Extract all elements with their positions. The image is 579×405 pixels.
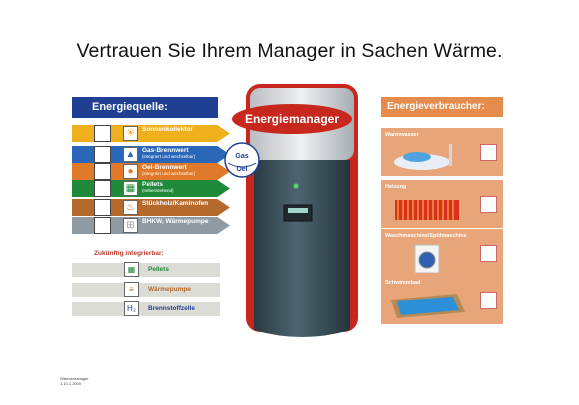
energy-source-arrow — [72, 199, 230, 216]
future-label: Pellets — [148, 266, 169, 273]
gas-badge-label: Gas — [235, 153, 248, 160]
pellets-icon: ▦ — [124, 262, 139, 277]
oil-drop-icon: ● — [123, 164, 138, 179]
energy-source-checkbox[interactable] — [94, 217, 111, 234]
footnote-title: Wärmemanager — [60, 376, 89, 381]
h2-icon: H₂ — [124, 301, 139, 316]
energy-source-checkbox[interactable] — [94, 146, 111, 163]
energy-consumer-label: Waschmaschine/Spülmaschine — [385, 233, 467, 239]
energy-source-arrow — [72, 163, 230, 180]
energy-consumer-label: Schwimmbad — [385, 280, 421, 286]
energy-source-label: Stückholz/Kaminofen — [142, 200, 209, 207]
energy-consumer-checkbox[interactable] — [480, 144, 497, 161]
future-label: Brennstoffzelle — [148, 305, 195, 312]
energy-manager-label: Energiemanager — [232, 104, 352, 134]
energy-source-arrow — [72, 125, 230, 142]
energy-source-label: Pellets — [142, 181, 163, 188]
energy-consumer-box: Warmwasser — [381, 128, 503, 176]
gas-flame-icon: ▲ — [123, 147, 138, 162]
future-row: ▦ Pellets — [72, 262, 220, 277]
energy-consumer-header: Energieverbraucher: — [381, 97, 503, 117]
energy-source-sublabel: (integriert und wechselbar) — [142, 171, 196, 176]
energy-source-row: ☀ Sonnenkollektor — [72, 125, 230, 142]
headline: Vertrauen Sie Ihrem Manager in Sachen Wä… — [76, 40, 503, 62]
energy-source-row: ⊞ BHKW, Wärmepumpe — [72, 217, 230, 234]
energy-source-header: Energiequelle: — [72, 97, 218, 118]
energy-source-row: ▲ Gas-Brennwert(integriert und wechselbar… — [72, 146, 230, 163]
energy-source-arrow — [72, 217, 230, 234]
energy-source-label: Oel-Brennwert — [142, 164, 187, 171]
washing-machine-icon — [387, 243, 467, 274]
energy-source-sublabel: (integriert und wechselbar) — [142, 154, 196, 159]
energy-consumer-checkbox[interactable] — [480, 245, 497, 262]
energy-consumer-label: Warmwasser — [385, 132, 419, 138]
energy-source-checkbox[interactable] — [94, 180, 111, 197]
future-title: Zukünftig integrierbar: — [94, 250, 164, 257]
energy-consumer-box: Schwimmbad — [381, 276, 503, 324]
future-label: Wärmepumpe — [148, 286, 191, 293]
energy-source-label: Gas-Brennwert — [142, 147, 189, 154]
pool-icon — [387, 290, 467, 320]
bhkw-icon: ⊞ — [123, 218, 138, 233]
footnote-date: 1.10.1.2000 — [60, 381, 82, 386]
energy-consumer-box: Waschmaschine/Spülmaschine — [381, 229, 503, 277]
gas-oel-badge: Gas Oel — [224, 142, 260, 178]
bathtub-icon — [387, 142, 467, 172]
energy-consumer-box: Heizung — [381, 180, 503, 228]
radiator-icon — [387, 194, 467, 224]
sun-icon: ☀ — [123, 126, 138, 141]
energy-source-checkbox[interactable] — [94, 163, 111, 180]
energy-source-row: ♨ Stückholz/Kaminofen — [72, 199, 230, 216]
heat-pump-icon: ≡ — [124, 282, 139, 297]
energy-source-row: ▦ Pellets(nebenstehend) — [72, 180, 230, 197]
energy-source-checkbox[interactable] — [94, 125, 111, 142]
energy-source-arrow — [72, 180, 230, 197]
future-row: H₂ Brennstoffzelle — [72, 301, 220, 316]
energy-consumer-checkbox[interactable] — [480, 292, 497, 309]
energy-consumer-label: Heizung — [385, 184, 407, 190]
oel-badge-label: Oel — [236, 166, 247, 173]
energy-source-arrow — [72, 146, 230, 163]
energy-source-sublabel: (nebenstehend) — [142, 188, 174, 193]
energy-consumer-checkbox[interactable] — [480, 196, 497, 213]
pellets-icon: ▦ — [123, 181, 138, 196]
energy-source-label: Sonnenkollektor — [142, 126, 193, 133]
energy-source-row: ● Oel-Brennwert(integriert und wechselbar… — [72, 163, 230, 180]
future-row: ≡ Wärmepumpe — [72, 282, 220, 297]
energy-source-label: BHKW, Wärmepumpe — [142, 218, 209, 225]
fire-icon: ♨ — [123, 200, 138, 215]
energy-source-checkbox[interactable] — [94, 199, 111, 216]
